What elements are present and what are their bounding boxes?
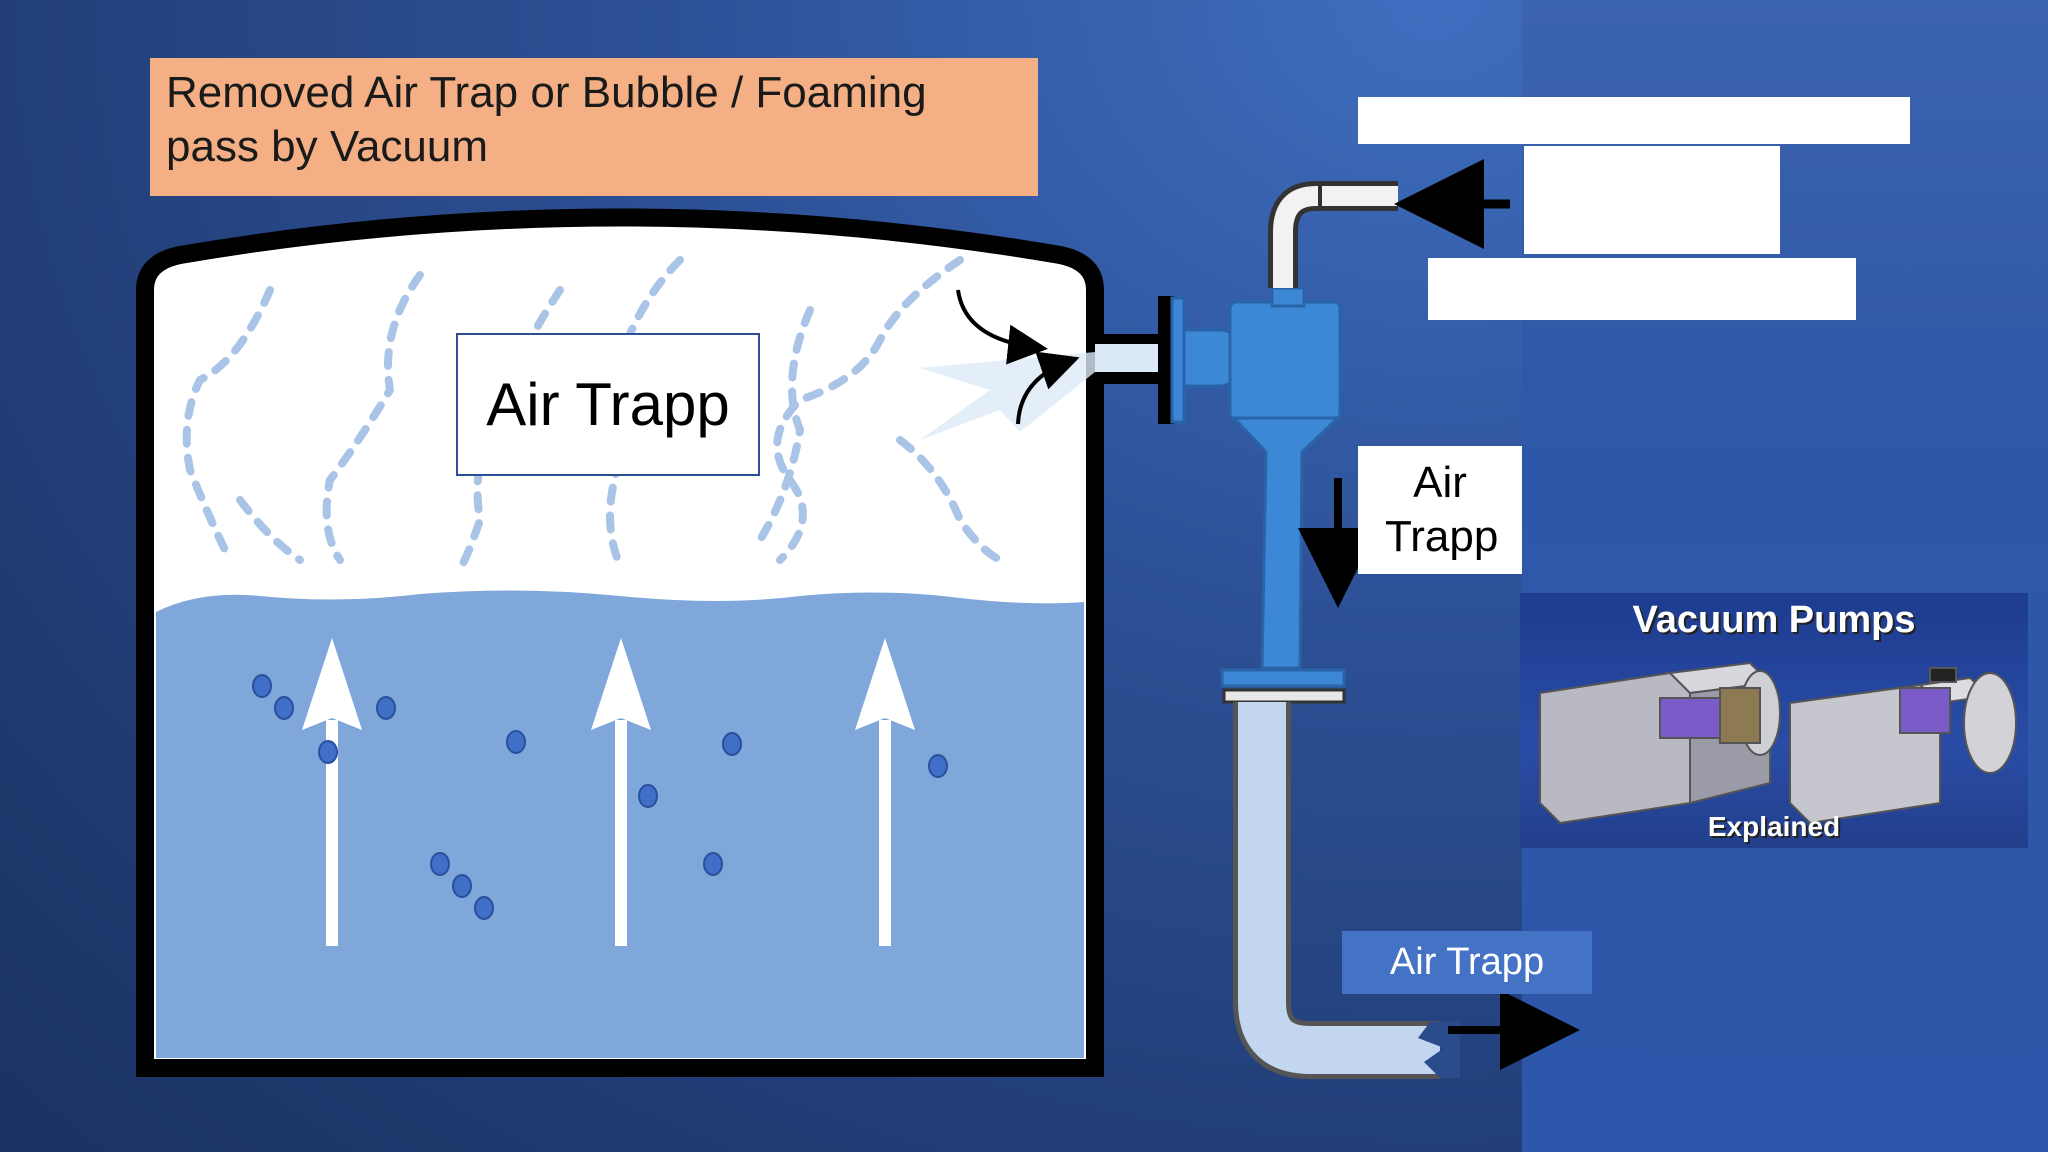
blank-label-middle	[1524, 146, 1780, 254]
pump-flange-bottom	[1222, 688, 1346, 704]
bubbles	[252, 674, 948, 920]
outlet-flange	[1158, 296, 1174, 424]
thumbnail-subtitle: Explained	[1707, 811, 1841, 842]
blank-label-bottom	[1428, 258, 1856, 320]
side-air-trapp-label: Air Trapp	[1358, 446, 1522, 574]
bottom-air-trapp-label: Air Trapp	[1342, 931, 1592, 994]
vacuum-pumps-thumbnail[interactable]: Vacuum Pumps Explained	[1520, 593, 2028, 848]
flow-arrow-bottom	[1016, 351, 1080, 425]
up-arrows	[302, 638, 915, 946]
slide-title: Removed Air Trap or Bubble / Foaming pas…	[150, 58, 1038, 196]
flow-arrow-top	[956, 289, 1048, 365]
tank-air-trapp-label: Air Trapp	[456, 333, 760, 476]
vacuum-pump-illustration	[1539, 661, 2017, 825]
blank-label-top	[1358, 97, 1910, 144]
side-air-trapp-text: Air Trapp	[1385, 458, 1499, 561]
discharge-pipe	[1233, 702, 1440, 1079]
pump-body	[1170, 286, 1346, 688]
thumbnail-title: Vacuum Pumps	[1632, 599, 1916, 641]
